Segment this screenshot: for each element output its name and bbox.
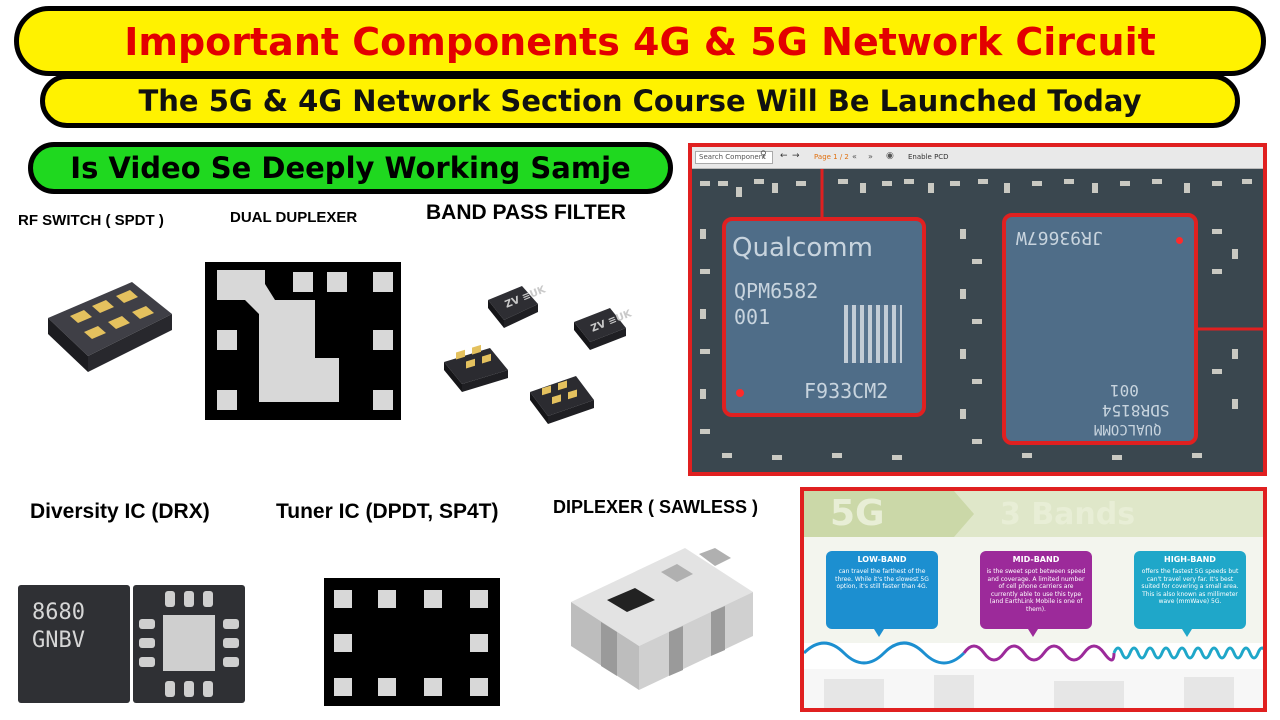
band-pass-filter-image: ZV ≡UK ZV ≡UK	[438, 270, 668, 440]
high-band-box: HIGH-BAND offers the fastest 5G speeds b…	[1134, 551, 1246, 629]
last-page-icon[interactable]: »	[868, 152, 873, 161]
search-icon[interactable]: ⚲	[760, 150, 767, 160]
chip1-brand: Qualcomm	[732, 233, 873, 263]
pcb-board-view: Search Component ⚲ ← → Page 1 / 2 « » ◉ …	[688, 143, 1267, 476]
pill-text: Is Video Se Deeply Working Samje	[70, 151, 631, 185]
rf-switch-chip-image	[40, 270, 180, 380]
chip2-rev: 001	[1110, 381, 1139, 400]
mid-band-title: MID-BAND	[1012, 555, 1060, 564]
low-band-title: LOW-BAND	[857, 555, 907, 564]
back-arrow-icon[interactable]: ←	[780, 151, 788, 161]
chip2-top: JR93667W	[1016, 227, 1103, 248]
pin1-dot	[1176, 237, 1183, 244]
qr-code	[844, 305, 902, 363]
chip1-part: QPM6582	[734, 279, 819, 303]
board-toolbar: Search Component ⚲ ← → Page 1 / 2 « » ◉ …	[692, 147, 1263, 169]
title-banner: Important Components 4G & 5G Network Cir…	[14, 6, 1266, 76]
high-band-title: HIGH-BAND	[1164, 555, 1216, 564]
high-band-text: offers the fastest 5G speeds but can't t…	[1141, 568, 1239, 605]
pin1-dot	[736, 389, 744, 397]
mid-band-text: is the sweet spot between speed and cove…	[986, 568, 1086, 613]
page-subtitle: The 5G & 4G Network Section Course Will …	[138, 84, 1142, 118]
tuner-ic-footprint	[324, 578, 500, 706]
chip1-rev: 001	[734, 305, 771, 329]
tuner-ic-label: Tuner IC (DPDT, SP4T)	[276, 500, 499, 523]
chip2-part: SDR8154	[1102, 401, 1170, 420]
5g-heading: 5G	[830, 493, 885, 534]
qualcomm-sdr8154-chip: JR93667W 001 SDR8154 QUALCOMM	[1002, 213, 1198, 445]
5g-chevron	[804, 491, 974, 537]
diplexer-label: DIPLEXER ( SAWLESS )	[553, 497, 759, 517]
rf-switch-label: RF SWITCH ( SPDT )	[18, 212, 164, 229]
diversity-ic-label: Diversity IC (DRX)	[30, 500, 210, 523]
low-band-text: can travel the farthest of the three. Wh…	[835, 568, 929, 590]
dual-duplexer-footprint	[205, 262, 401, 420]
band-pass-filter-label: BAND PASS FILTER	[426, 201, 626, 224]
first-page-icon[interactable]: «	[852, 152, 857, 161]
green-pill-banner: Is Video Se Deeply Working Samje	[28, 142, 673, 194]
drx-chip-marking: 8680 GNBV	[32, 600, 85, 653]
wave-graphic	[804, 629, 1263, 708]
drx-chip-bottom	[133, 585, 245, 703]
enable-pcd-button[interactable]: Enable PCD	[908, 153, 949, 161]
diplexer-chip-image	[565, 540, 760, 700]
5g-bands-infographic: 5G 3 Bands LOW-BAND can travel the farth…	[800, 487, 1267, 712]
mid-band-box: MID-BAND is the sweet spot between speed…	[980, 551, 1092, 629]
3-bands-heading: 3 Bands	[1000, 497, 1136, 532]
chip1-code: F933CM2	[804, 379, 889, 403]
low-band-box: LOW-BAND can travel the farthest of the …	[826, 551, 938, 629]
component-search-input[interactable]: Search Component	[695, 151, 773, 164]
subtitle-banner: The 5G & 4G Network Section Course Will …	[40, 74, 1240, 128]
chip2-brand: QUALCOMM	[1094, 421, 1162, 437]
dual-duplexer-label: DUAL DUPLEXER	[230, 209, 358, 226]
qualcomm-qpm6582-chip: Qualcomm QPM6582 001 F933CM2	[722, 217, 926, 417]
zoom-icon[interactable]: ◉	[886, 151, 894, 161]
forward-arrow-icon[interactable]: →	[792, 151, 800, 161]
page-indicator: Page 1 / 2	[814, 153, 849, 161]
drx-chip-top: 8680 GNBV	[18, 585, 130, 703]
page-title: Important Components 4G & 5G Network Cir…	[124, 20, 1156, 64]
